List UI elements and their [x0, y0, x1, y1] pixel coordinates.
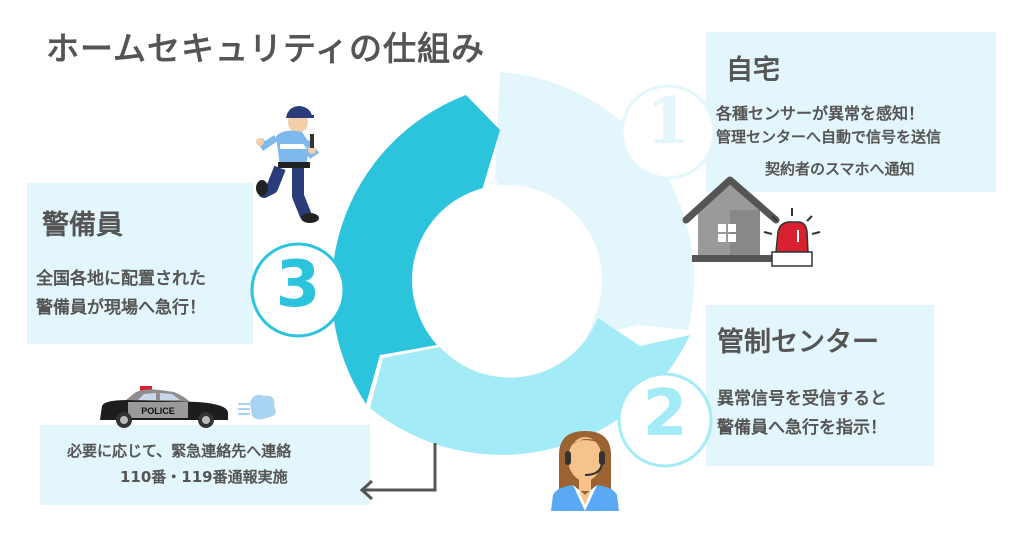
step-guard-heading: 警備員 [42, 210, 123, 241]
operator-headset-icon [551, 431, 619, 511]
house-with-siren-icon [682, 176, 821, 267]
emergency-line-2: 110番・119番通報実施 [120, 468, 288, 486]
step-guard-line-1: 全国各地に配置された [36, 269, 206, 289]
step-control-center-heading: 管制センター [717, 327, 879, 358]
step-home-heading: 自宅 [726, 55, 780, 86]
step-1-number-badge [620, 84, 716, 180]
page-title: ホームセキュリティの仕組み [46, 29, 486, 68]
emergency-line-1: 必要に応じて、緊急連絡先へ連絡 [67, 442, 292, 460]
step-3-number: 3 [275, 248, 321, 322]
step-control-center-line-2: 警備員へ急行を指示！ [717, 418, 887, 438]
running-guard-icon [256, 106, 320, 223]
police-car-icon: POLICE [100, 386, 276, 428]
connector-arrow-icon [359, 443, 437, 501]
step-2-number: 2 [642, 377, 688, 451]
step-home-line-1: 各種センサーが異常を感知！ [716, 104, 925, 123]
step-1-number: 1 [645, 84, 691, 159]
police-car-label: POLICE [141, 406, 175, 416]
step-guard-box [27, 183, 253, 344]
emergency-box [40, 425, 370, 505]
step-control-center-box [706, 305, 934, 466]
step-home-line-2: 管理センターへ自動で信号を送信 [716, 128, 942, 146]
segment-control-center [370, 318, 690, 455]
step-home-line-3: 契約者のスマホへ通知 [765, 160, 915, 178]
step-guard-line-2: 警備員が現場へ急行！ [36, 298, 206, 318]
step-2-number-badge [617, 372, 713, 468]
segment-home [495, 72, 695, 338]
step-3-number-badge [250, 242, 346, 338]
step-control-center-line-1: 異常信号を受信すると [717, 389, 887, 409]
segment-guard [331, 95, 500, 404]
step-home-box [706, 32, 996, 192]
